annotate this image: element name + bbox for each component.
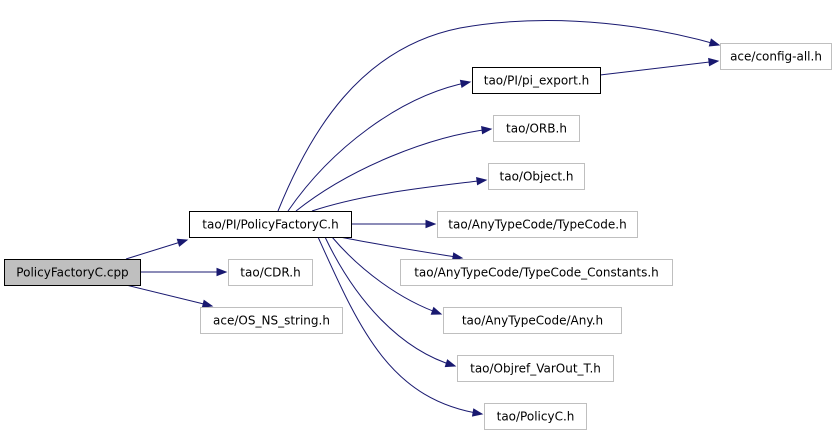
edge-policyfactoryc_h-to-pi_export_h [287,79,472,212]
edge-arrowhead [471,408,484,417]
edge-line [599,60,719,76]
edge-arrowhead [459,79,472,89]
node-box [484,403,587,430]
edge-arrowhead [708,57,720,67]
node-pi-export-h[interactable]: tao/PI/pi_export.h [472,67,601,94]
edge-line [277,20,720,212]
node-box [472,67,601,94]
node-box [443,307,622,334]
edge-arrowhead [216,267,228,277]
node-label: ace/OS_NS_string.h [213,314,330,328]
node-orb-h[interactable]: tao/ORB.h [493,115,580,142]
node-config-all-h[interactable]: ace/config-all.h [720,43,832,70]
node-typecode-constants-h[interactable]: tao/AnyTypeCode/TypeCode_Constants.h [400,259,673,286]
node-objref-varout-t-h[interactable]: tao/Objref_VarOut_T.h [457,355,614,382]
edge-arrowhead [481,125,493,135]
edges-layer [125,20,721,417]
node-os-ns-string-h[interactable]: ace/OS_NS_string.h [200,307,343,334]
node-box [437,211,638,238]
edge-policyfactoryc_h-to-policyc_h [317,236,484,417]
edge-arrowhead [451,252,464,261]
edge-policyfactoryc_h-to-object_h [311,177,488,212]
node-policyc-h[interactable]: tao/PolicyC.h [484,403,587,430]
node-box [200,307,343,334]
node-typecode-h[interactable]: tao/AnyTypeCode/TypeCode.h [437,211,638,238]
edge-pi_export_h-to-config_all_h [599,57,720,76]
edge-policyfactoryc_h-to-typecode_constants_h [339,236,464,261]
node-label: tao/Object.h [500,170,574,184]
node-label: tao/PI/pi_export.h [484,74,590,88]
edge-line [125,239,188,260]
node-label: tao/ORB.h [506,122,567,136]
node-label: tao/Objref_VarOut_T.h [470,362,601,376]
edge-arrowhead [708,38,721,47]
edge-policyfactoryc_h-to-any_h [331,236,443,315]
edge-line [311,179,487,212]
edge-policyfactoryc_cpp-to-os_ns_string_h [125,284,214,308]
edge-arrowhead [425,219,437,229]
node-box [400,259,673,286]
edge-policyfactoryc_cpp-to-policyfactoryc_h [125,238,189,260]
edge-arrowhead [176,238,189,247]
edge-policyfactoryc_h-to-objref_varout_t_h [324,236,457,368]
node-label: PolicyFactoryC.cpp [16,266,128,280]
edge-line [287,81,471,212]
node-cdr-h[interactable]: tao/CDR.h [228,259,313,286]
edge-line [295,128,492,212]
node-box [228,259,313,286]
edge-line [339,236,463,259]
node-box [720,43,832,70]
edge-arrowhead [201,299,214,308]
edge-line [317,236,483,415]
edge-arrowhead [444,359,457,368]
node-box [4,259,141,286]
edge-line [324,236,456,367]
node-policyfactoryc-cpp[interactable]: PolicyFactoryC.cpp [4,259,141,286]
edge-arrowhead [430,306,443,315]
edge-policyfactoryc_h-to-orb_h [295,125,493,212]
edge-policyfactoryc_cpp-to-cdr_h [140,267,228,277]
node-box [189,211,352,238]
edge-policyfactoryc_h-to-config_all_h [277,20,721,212]
edge-policyfactoryc_h-to-typecode_h [351,219,437,229]
node-box [488,163,585,190]
node-label: tao/AnyTypeCode/Any.h [462,314,603,328]
edge-line [331,236,442,315]
node-label: tao/CDR.h [240,266,300,280]
node-label: tao/AnyTypeCode/TypeCode.h [448,218,626,232]
node-box [493,115,580,142]
node-label: tao/PI/PolicyFactoryC.h [202,218,338,232]
node-label: tao/PolicyC.h [497,410,575,424]
node-object-h[interactable]: tao/Object.h [488,163,585,190]
node-label: tao/AnyTypeCode/TypeCode_Constants.h [414,266,659,280]
edge-arrowhead [476,177,488,186]
nodes-layer: PolicyFactoryC.cpp tao/PI/PolicyFactoryC.… [4,43,832,430]
edge-line [125,284,213,307]
node-any-h[interactable]: tao/AnyTypeCode/Any.h [443,307,622,334]
node-policyfactoryc-h[interactable]: tao/PI/PolicyFactoryC.h [189,211,352,238]
node-box [457,355,614,382]
node-label: ace/config-all.h [730,50,822,64]
